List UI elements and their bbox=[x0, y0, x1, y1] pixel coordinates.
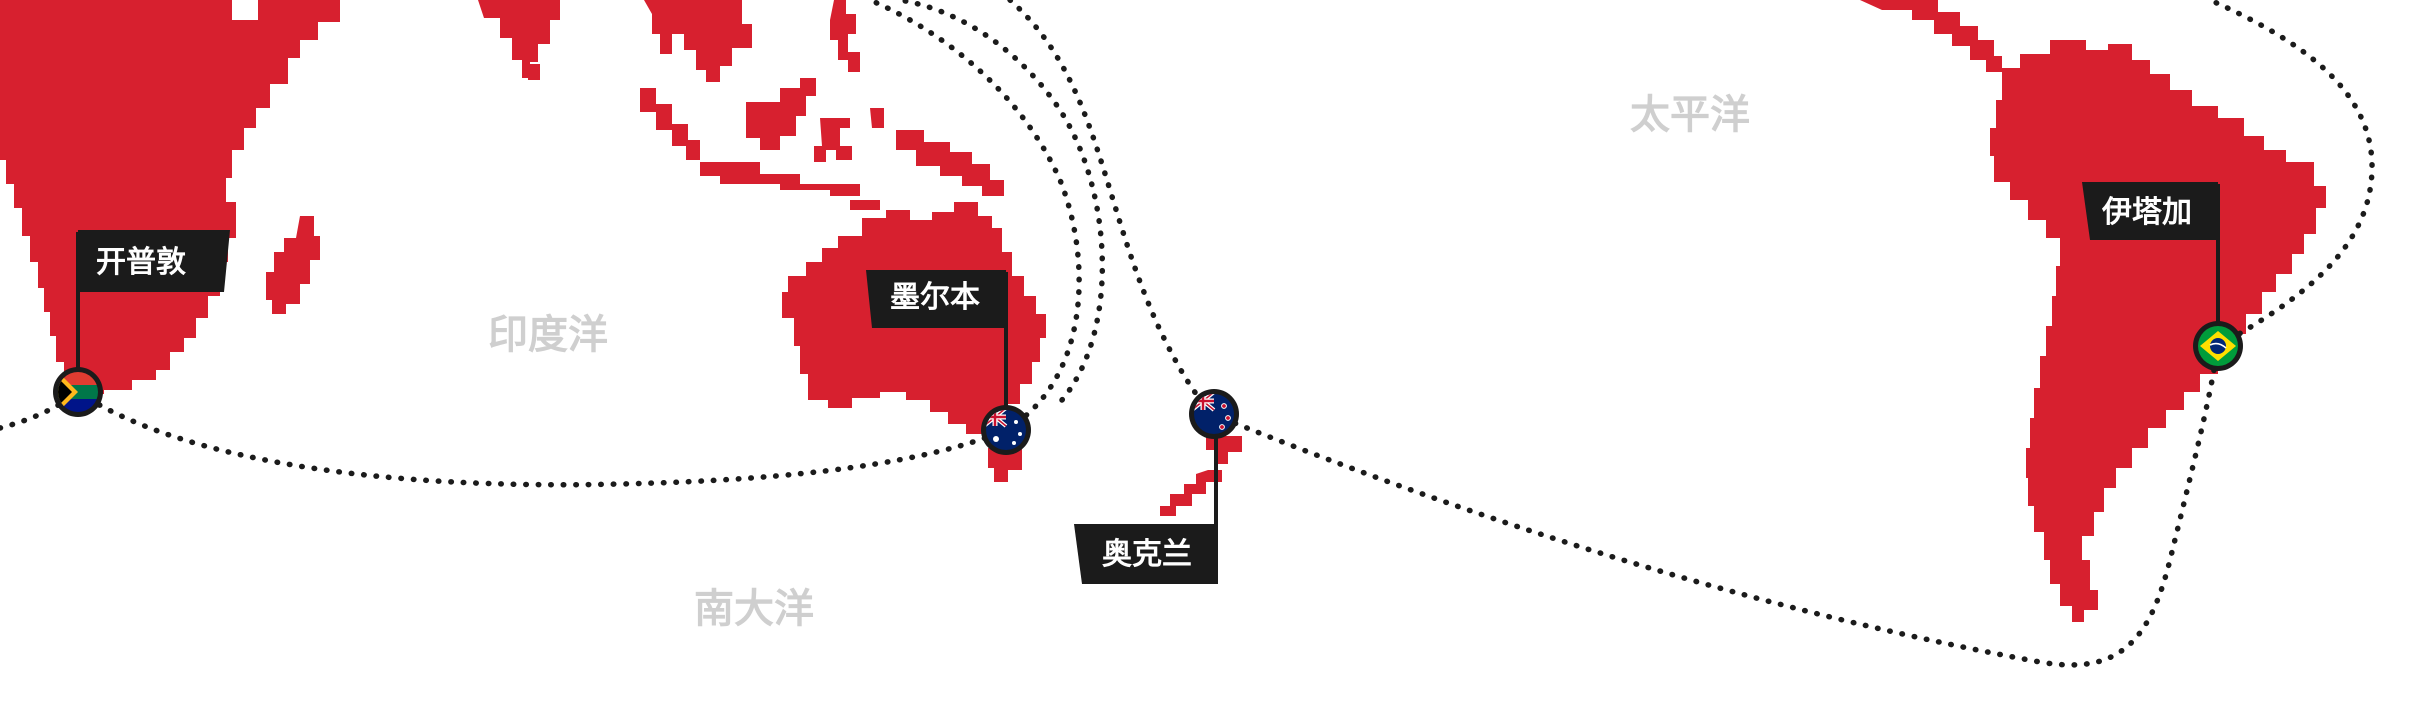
landmass-new-zealand-south bbox=[1160, 470, 1222, 516]
landmass-south-america bbox=[1990, 40, 2326, 622]
landmass-southeast-asia bbox=[644, 0, 752, 82]
landmass-tasmania bbox=[988, 448, 1022, 482]
port-marker-melbourne[interactable]: 墨尔本 bbox=[866, 270, 1031, 455]
route-segment-melbourne-loop-outer bbox=[897, 0, 1106, 403]
landmass-malay-peninsula bbox=[640, 88, 700, 160]
new-zealand-flag-icon bbox=[1189, 389, 1239, 439]
port-label-box bbox=[78, 230, 230, 292]
australia-flag-icon bbox=[981, 405, 1031, 455]
landmass-borneo bbox=[746, 78, 816, 150]
port-marker-auckland[interactable]: 奥克兰 bbox=[1074, 389, 1239, 584]
landmass-philippines bbox=[830, 0, 860, 72]
landmasses bbox=[0, 0, 2326, 622]
landmass-sri-lanka bbox=[528, 64, 540, 80]
port-label-itajai: 伊塔加 bbox=[2101, 195, 2192, 230]
route-segment-auckland-southamerica bbox=[1209, 343, 2221, 668]
ocean-label-indian: 印度洋 bbox=[488, 312, 608, 358]
landmass-madagascar bbox=[266, 216, 320, 314]
port-label-box bbox=[866, 270, 1006, 328]
port-label-melbourne: 墨尔本 bbox=[890, 280, 980, 315]
ocean-label-pacific: 太平洋 bbox=[1630, 92, 1750, 138]
landmass-india bbox=[478, 0, 560, 78]
landmass-sumatra-java bbox=[700, 162, 860, 196]
landmass-sulawesi bbox=[814, 118, 852, 162]
brazil-flag-icon bbox=[2193, 321, 2243, 371]
route-segment-itajai-north bbox=[2207, 0, 2375, 349]
south-africa-flag-icon bbox=[53, 367, 103, 417]
ocean-label-southern: 南大洋 bbox=[694, 586, 814, 632]
port-label-box bbox=[2082, 182, 2218, 240]
port-label-capetown: 开普敦 bbox=[96, 245, 186, 280]
landmass-africa bbox=[0, 0, 340, 394]
landmass-timor bbox=[850, 200, 880, 210]
port-label-auckland: 奥克兰 bbox=[1102, 537, 1192, 572]
port-marker-capetown[interactable]: 开普敦 bbox=[53, 230, 230, 417]
landmass-new-guinea bbox=[896, 130, 1004, 196]
route-segment-melbourne-loop bbox=[867, 0, 1082, 433]
landmass-moluccas bbox=[870, 108, 884, 128]
route-segment-capetown-melbourne bbox=[75, 389, 1009, 488]
route-segment-to-auckland bbox=[1007, 0, 1215, 417]
port-label-box bbox=[1074, 524, 1216, 584]
ocean-labels: 印度洋 太平洋 南大洋 bbox=[488, 92, 1750, 632]
port-marker-itajai[interactable]: 伊塔加 bbox=[2082, 182, 2243, 371]
landmass-central-america bbox=[1860, 0, 2002, 72]
